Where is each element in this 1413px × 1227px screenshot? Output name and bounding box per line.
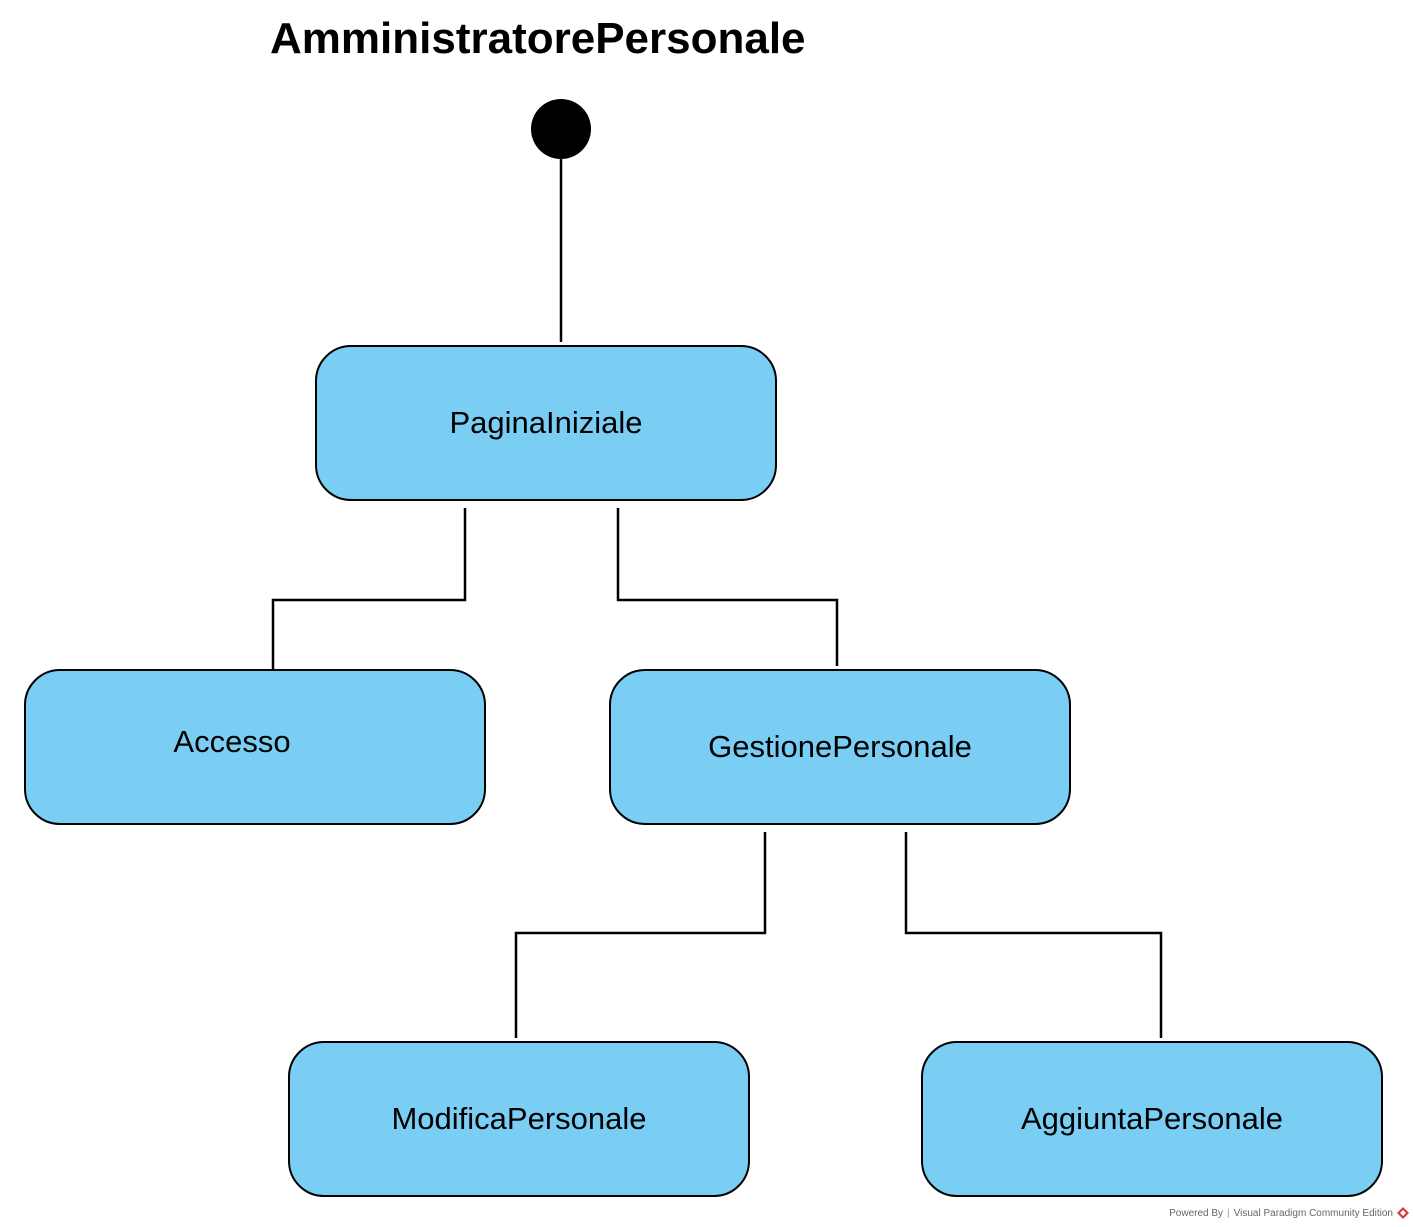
state-aggiunta-personale[interactable]: AggiuntaPersonale xyxy=(921,1041,1383,1197)
tool-name-text: Visual Paradigm Community Edition xyxy=(1233,1207,1393,1219)
separator: | xyxy=(1227,1207,1230,1219)
state-gestione-personale[interactable]: GestionePersonale xyxy=(609,669,1071,825)
state-label: GestionePersonale xyxy=(708,729,972,764)
state-pagina-iniziale[interactable]: PaginaIniziale xyxy=(315,345,777,501)
state-modifica-personale[interactable]: ModificaPersonale xyxy=(288,1041,750,1197)
visual-paradigm-logo-icon xyxy=(1397,1207,1409,1219)
transition-gestione-to-aggiunta-personale[interactable] xyxy=(904,832,1163,1038)
transition-gestione-to-modifica-personale[interactable] xyxy=(514,832,767,1038)
footer-watermark: Powered By | Visual Paradigm Community E… xyxy=(1169,1207,1409,1219)
state-label: PaginaIniziale xyxy=(449,405,643,440)
initial-node[interactable] xyxy=(531,99,591,159)
powered-by-text: Powered By xyxy=(1169,1207,1224,1219)
diagram-title: AmministratorePersonale xyxy=(270,14,806,63)
transition-pagina-iniziale-to-gestione-personale[interactable] xyxy=(616,508,839,666)
transition-pagina-iniziale-to-accesso[interactable] xyxy=(271,508,467,678)
state-label: Accesso xyxy=(173,724,291,759)
state-label: ModificaPersonale xyxy=(391,1101,647,1136)
state-accesso[interactable]: Accesso xyxy=(24,669,486,825)
state-label: AggiuntaPersonale xyxy=(1021,1101,1283,1136)
